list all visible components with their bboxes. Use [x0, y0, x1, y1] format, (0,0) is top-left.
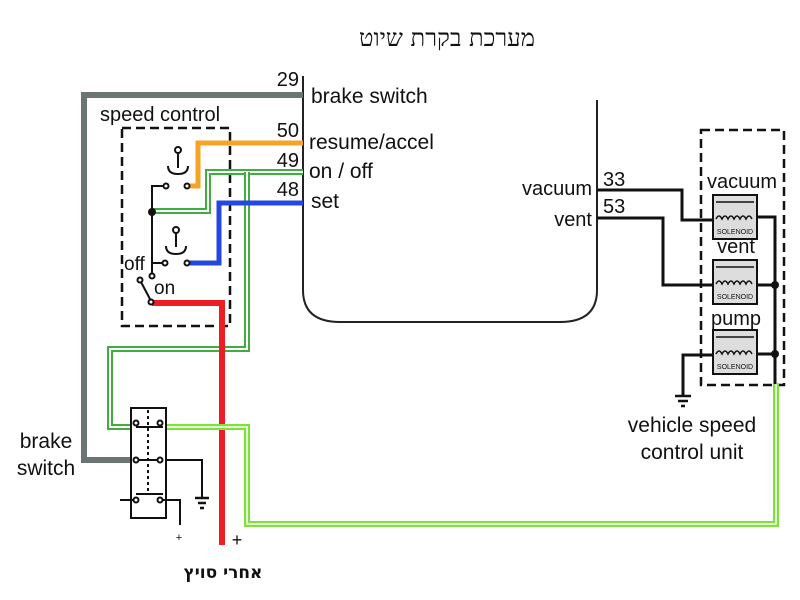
diagram-title: מערכת בקרת שיוט — [359, 24, 535, 52]
pin-number-29: 29 — [277, 69, 299, 91]
brake-switch-plus-label: + — [176, 532, 182, 544]
speed-control-label: speed control — [100, 104, 220, 126]
ground-icon — [195, 496, 209, 510]
power-after-ignition-label: אחרי סויץ — [184, 563, 263, 583]
pin-number-49: 49 — [277, 150, 299, 172]
pin-label-vent: vent — [554, 209, 592, 231]
speed-control-box — [120, 126, 232, 328]
pin-number-50: 50 — [277, 120, 299, 142]
pin-number-33: 33 — [603, 169, 625, 191]
pin-label-resume-accel: resume/accel — [309, 131, 434, 154]
speed-control-unit-box — [699, 128, 786, 387]
svg-text:SOLENOID: SOLENOID — [717, 229, 753, 236]
pin-number-53: 53 — [603, 196, 625, 218]
wire-pump-ground — [681, 353, 712, 395]
brake-switch-label-line1: brake — [20, 430, 73, 453]
pin-number-48: 48 — [277, 179, 299, 201]
solenoid-label-pump: pump — [711, 308, 761, 330]
pin-label-vacuum: vacuum — [522, 178, 592, 200]
wire-vacuum — [597, 188, 712, 222]
pin-label-set: set — [311, 190, 339, 213]
wire-set — [190, 200, 303, 266]
wire-power-after-ignition — [152, 300, 225, 545]
solenoid-vent: SOLENOID — [712, 259, 758, 305]
switch-on-label: on — [154, 278, 175, 299]
ecu-outline — [302, 76, 598, 323]
solenoid-pump: SOLENOID — [712, 329, 758, 375]
unit-caption-line1: vehicle speed — [628, 414, 756, 437]
junction-dot — [771, 350, 779, 358]
wire-brake-switch — [81, 92, 303, 463]
pin-label-brake-switch: brake switch — [311, 85, 428, 108]
unit-caption-line2: control unit — [641, 441, 744, 464]
wire-speed-signal — [165, 384, 779, 527]
pin-label-on-off: on / off — [309, 160, 373, 183]
svg-text:SOLENOID: SOLENOID — [717, 294, 753, 301]
wire-resume-accel — [190, 140, 303, 189]
solenoid-label-vent: vent — [717, 236, 755, 258]
wire-on-off — [107, 169, 303, 430]
solenoid-label-vacuum: vacuum — [707, 171, 777, 193]
switch-off-label: off — [124, 254, 146, 275]
wire-vent — [597, 216, 712, 287]
solenoid-vacuum: SOLENOID — [712, 194, 758, 240]
wire-solenoid-common — [756, 215, 777, 384]
brake-switch-label-line2: switch — [17, 457, 75, 480]
speed-control-switches — [136, 146, 191, 306]
power-plus-label: + — [232, 530, 243, 550]
brake-switch-component — [120, 407, 203, 525]
svg-text:SOLENOID: SOLENOID — [717, 364, 753, 371]
ground-icon — [675, 394, 691, 408]
junction-dot — [771, 281, 779, 289]
